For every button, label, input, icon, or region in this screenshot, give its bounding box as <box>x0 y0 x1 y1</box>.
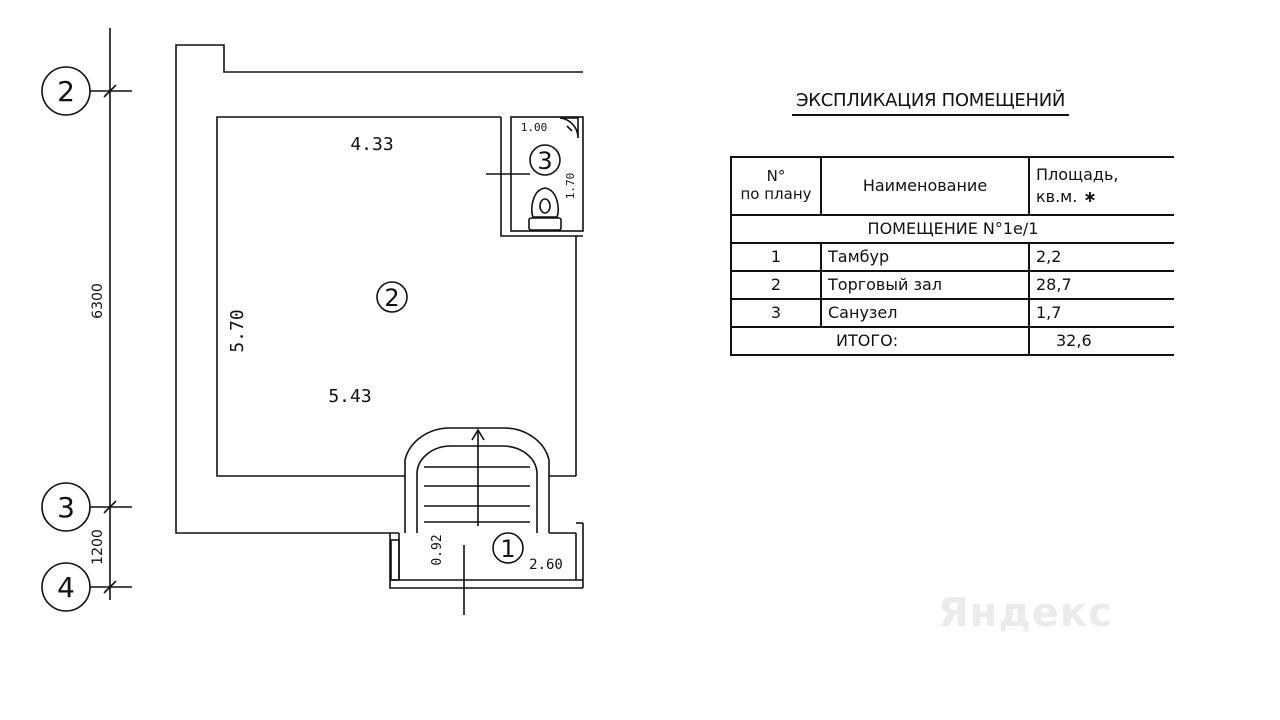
table-row: 3 Санузел 1,7 <box>730 298 1174 328</box>
total-label: ИТОГО: <box>730 326 1029 356</box>
door-swing-icon <box>559 117 579 139</box>
row-name: Торговый зал <box>820 270 1030 300</box>
room-1-number: 1 <box>500 535 515 563</box>
row-area: 2,2 <box>1028 242 1174 272</box>
room-2-wall <box>216 116 501 477</box>
dim-vest-width: 2.60 <box>529 557 563 573</box>
header-area: Площадь,кв.м.∗ <box>1028 156 1174 216</box>
dim-wc-height: 1.70 <box>564 173 577 200</box>
axis-label-3: 3 <box>57 491 75 524</box>
axis-label-4: 4 <box>57 571 75 604</box>
vestibule <box>389 522 584 615</box>
dim-height-left: 5.70 <box>227 309 248 352</box>
total-row: ИТОГО: 32,6 <box>730 326 1174 356</box>
dim-width-bottom: 5.43 <box>328 386 371 407</box>
row-area: 28,7 <box>1028 270 1174 300</box>
explication-title: ЭКСПЛИКАЦИЯ ПОМЕЩЕНИЙ <box>792 90 1070 116</box>
total-value: 32,6 <box>1028 326 1174 356</box>
dim-width-top: 4.33 <box>350 134 393 155</box>
table-header-row: N°по плану Наименование Площадь,кв.м.∗ <box>730 156 1174 216</box>
asterisk-icon: ∗ <box>1083 187 1097 206</box>
row-no: 3 <box>730 298 822 328</box>
row-no: 2 <box>730 270 822 300</box>
outer-wall <box>175 44 583 534</box>
room-2-number: 2 <box>384 284 399 312</box>
table-row: 1 Тамбур 2,2 <box>730 242 1174 272</box>
room-2-marker <box>376 281 408 313</box>
room-3-marker <box>529 144 561 176</box>
table-row: 2 Торговый зал 28,7 <box>730 270 1174 300</box>
premises-row: ПОМЕЩЕНИЕ N°1е/1 <box>730 214 1174 244</box>
watermark: Яндекс <box>938 590 1113 636</box>
row-area: 1,7 <box>1028 298 1174 328</box>
premises-label: ПОМЕЩЕНИЕ N°1е/1 <box>730 214 1174 244</box>
dim-wc-width: 1.00 <box>521 121 548 134</box>
toilet-icon <box>528 187 562 231</box>
explication-table: N°по плану Наименование Площадь,кв.м.∗ П… <box>730 156 1174 356</box>
header-no: N°по плану <box>730 156 822 216</box>
row-name: Санузел <box>820 298 1030 328</box>
steps <box>404 427 550 533</box>
dim-lower: 1200 <box>90 529 106 565</box>
row-no: 1 <box>730 242 822 272</box>
dim-vest-depth: 0.92 <box>430 534 445 565</box>
axis-label-2: 2 <box>57 75 75 108</box>
header-name: Наименование <box>820 156 1030 216</box>
row-name: Тамбур <box>820 242 1030 272</box>
dim-total: 6300 <box>90 283 106 319</box>
floor-plan: 2 3 4 6300 1200 2 3 1 4.33 5.70 5.43 1.0… <box>41 28 584 615</box>
room-3-number: 3 <box>537 147 552 175</box>
room-1-marker <box>492 532 524 564</box>
